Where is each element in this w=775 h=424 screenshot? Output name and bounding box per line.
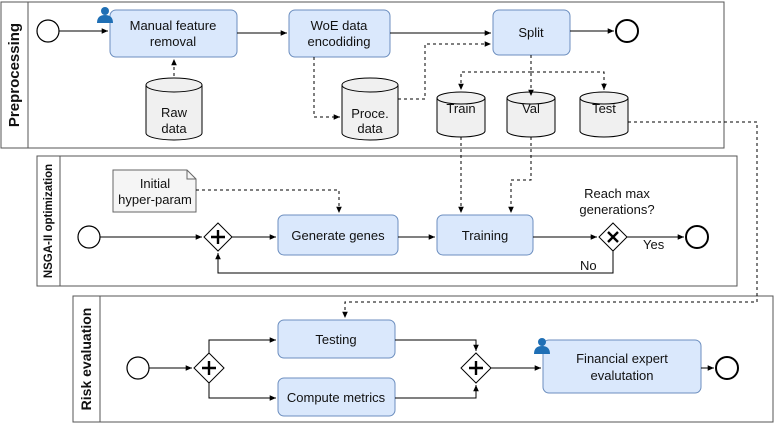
note-label-1: Initial	[140, 176, 170, 191]
lane-title-preprocessing: Preprocessing	[6, 23, 23, 127]
end-event-preprocessing	[615, 19, 639, 43]
val-label: Val	[522, 101, 540, 116]
processed-data-label-1: Proce.	[351, 106, 389, 121]
task-woe-encoding[interactable]: WoE data encodiding	[288, 9, 391, 58]
flows-preprocessing	[59, 28, 614, 120]
task-training[interactable]: Training	[436, 214, 534, 256]
note-label-2: hyper-param	[118, 192, 192, 207]
task-split[interactable]: Split	[492, 9, 571, 56]
lane-title-risk: Risk evaluation	[78, 308, 94, 411]
flows-risk	[149, 121, 758, 401]
datastore-raw-data: Raw data	[145, 77, 203, 141]
task-woe-label-1: WoE data	[311, 18, 369, 33]
task-manual-feature-removal[interactable]: Manual feature removal	[109, 9, 238, 58]
end-event-nsga	[685, 225, 709, 249]
flows-nsga	[100, 137, 684, 274]
gateway-question-2: generations?	[579, 202, 654, 217]
raw-data-label-2: data	[161, 121, 187, 136]
task-testing-label: Testing	[315, 332, 356, 347]
task-training-label: Training	[462, 228, 508, 243]
datastore-processed-data: Proce. data	[341, 77, 399, 141]
datastore-train: Train	[436, 91, 486, 138]
task-compute-metrics[interactable]: Compute metrics	[277, 377, 396, 417]
start-event-nsga	[77, 225, 101, 249]
task-woe-label-2: encodiding	[308, 34, 371, 49]
user-icon	[534, 338, 550, 354]
task-compute-label: Compute metrics	[287, 390, 386, 405]
task-expert-label-1: Financial expert	[576, 351, 668, 366]
plus-gateway-icon	[203, 222, 233, 252]
task-manual-label-1: Manual feature	[130, 18, 217, 33]
task-generate-genes[interactable]: Generate genes	[277, 214, 399, 256]
train-label: Train	[446, 101, 475, 116]
gateway-question-1: Reach max	[584, 186, 650, 201]
x-gateway-icon	[598, 222, 628, 252]
task-manual-label-2: removal	[150, 34, 196, 49]
task-expert-label-2: evalutation	[591, 368, 654, 383]
end-event-risk	[715, 356, 739, 380]
task-financial-expert-evaluation[interactable]: Financial expert evalutation	[542, 339, 702, 394]
task-split-label: Split	[518, 25, 544, 40]
plus-gateway-icon	[193, 352, 225, 384]
task-testing[interactable]: Testing	[277, 319, 396, 359]
test-label: Test	[592, 101, 616, 116]
task-generate-label: Generate genes	[291, 228, 385, 243]
raw-data-label-1: Raw	[161, 105, 188, 120]
start-event-preprocessing	[36, 19, 60, 43]
processed-data-label-2: data	[357, 121, 383, 136]
gateway-no-label: No	[580, 258, 597, 273]
plus-gateway-icon	[460, 352, 492, 384]
datastore-val: Val	[506, 91, 556, 138]
datastore-test: Test	[579, 91, 629, 138]
user-icon	[97, 7, 113, 23]
start-event-risk	[126, 356, 150, 380]
lane-title-nsga: NSGA-II optimization	[43, 164, 55, 278]
gateway-yes-label: Yes	[643, 237, 665, 252]
note-initial-hyper-param: Initial hyper-param	[112, 169, 197, 213]
